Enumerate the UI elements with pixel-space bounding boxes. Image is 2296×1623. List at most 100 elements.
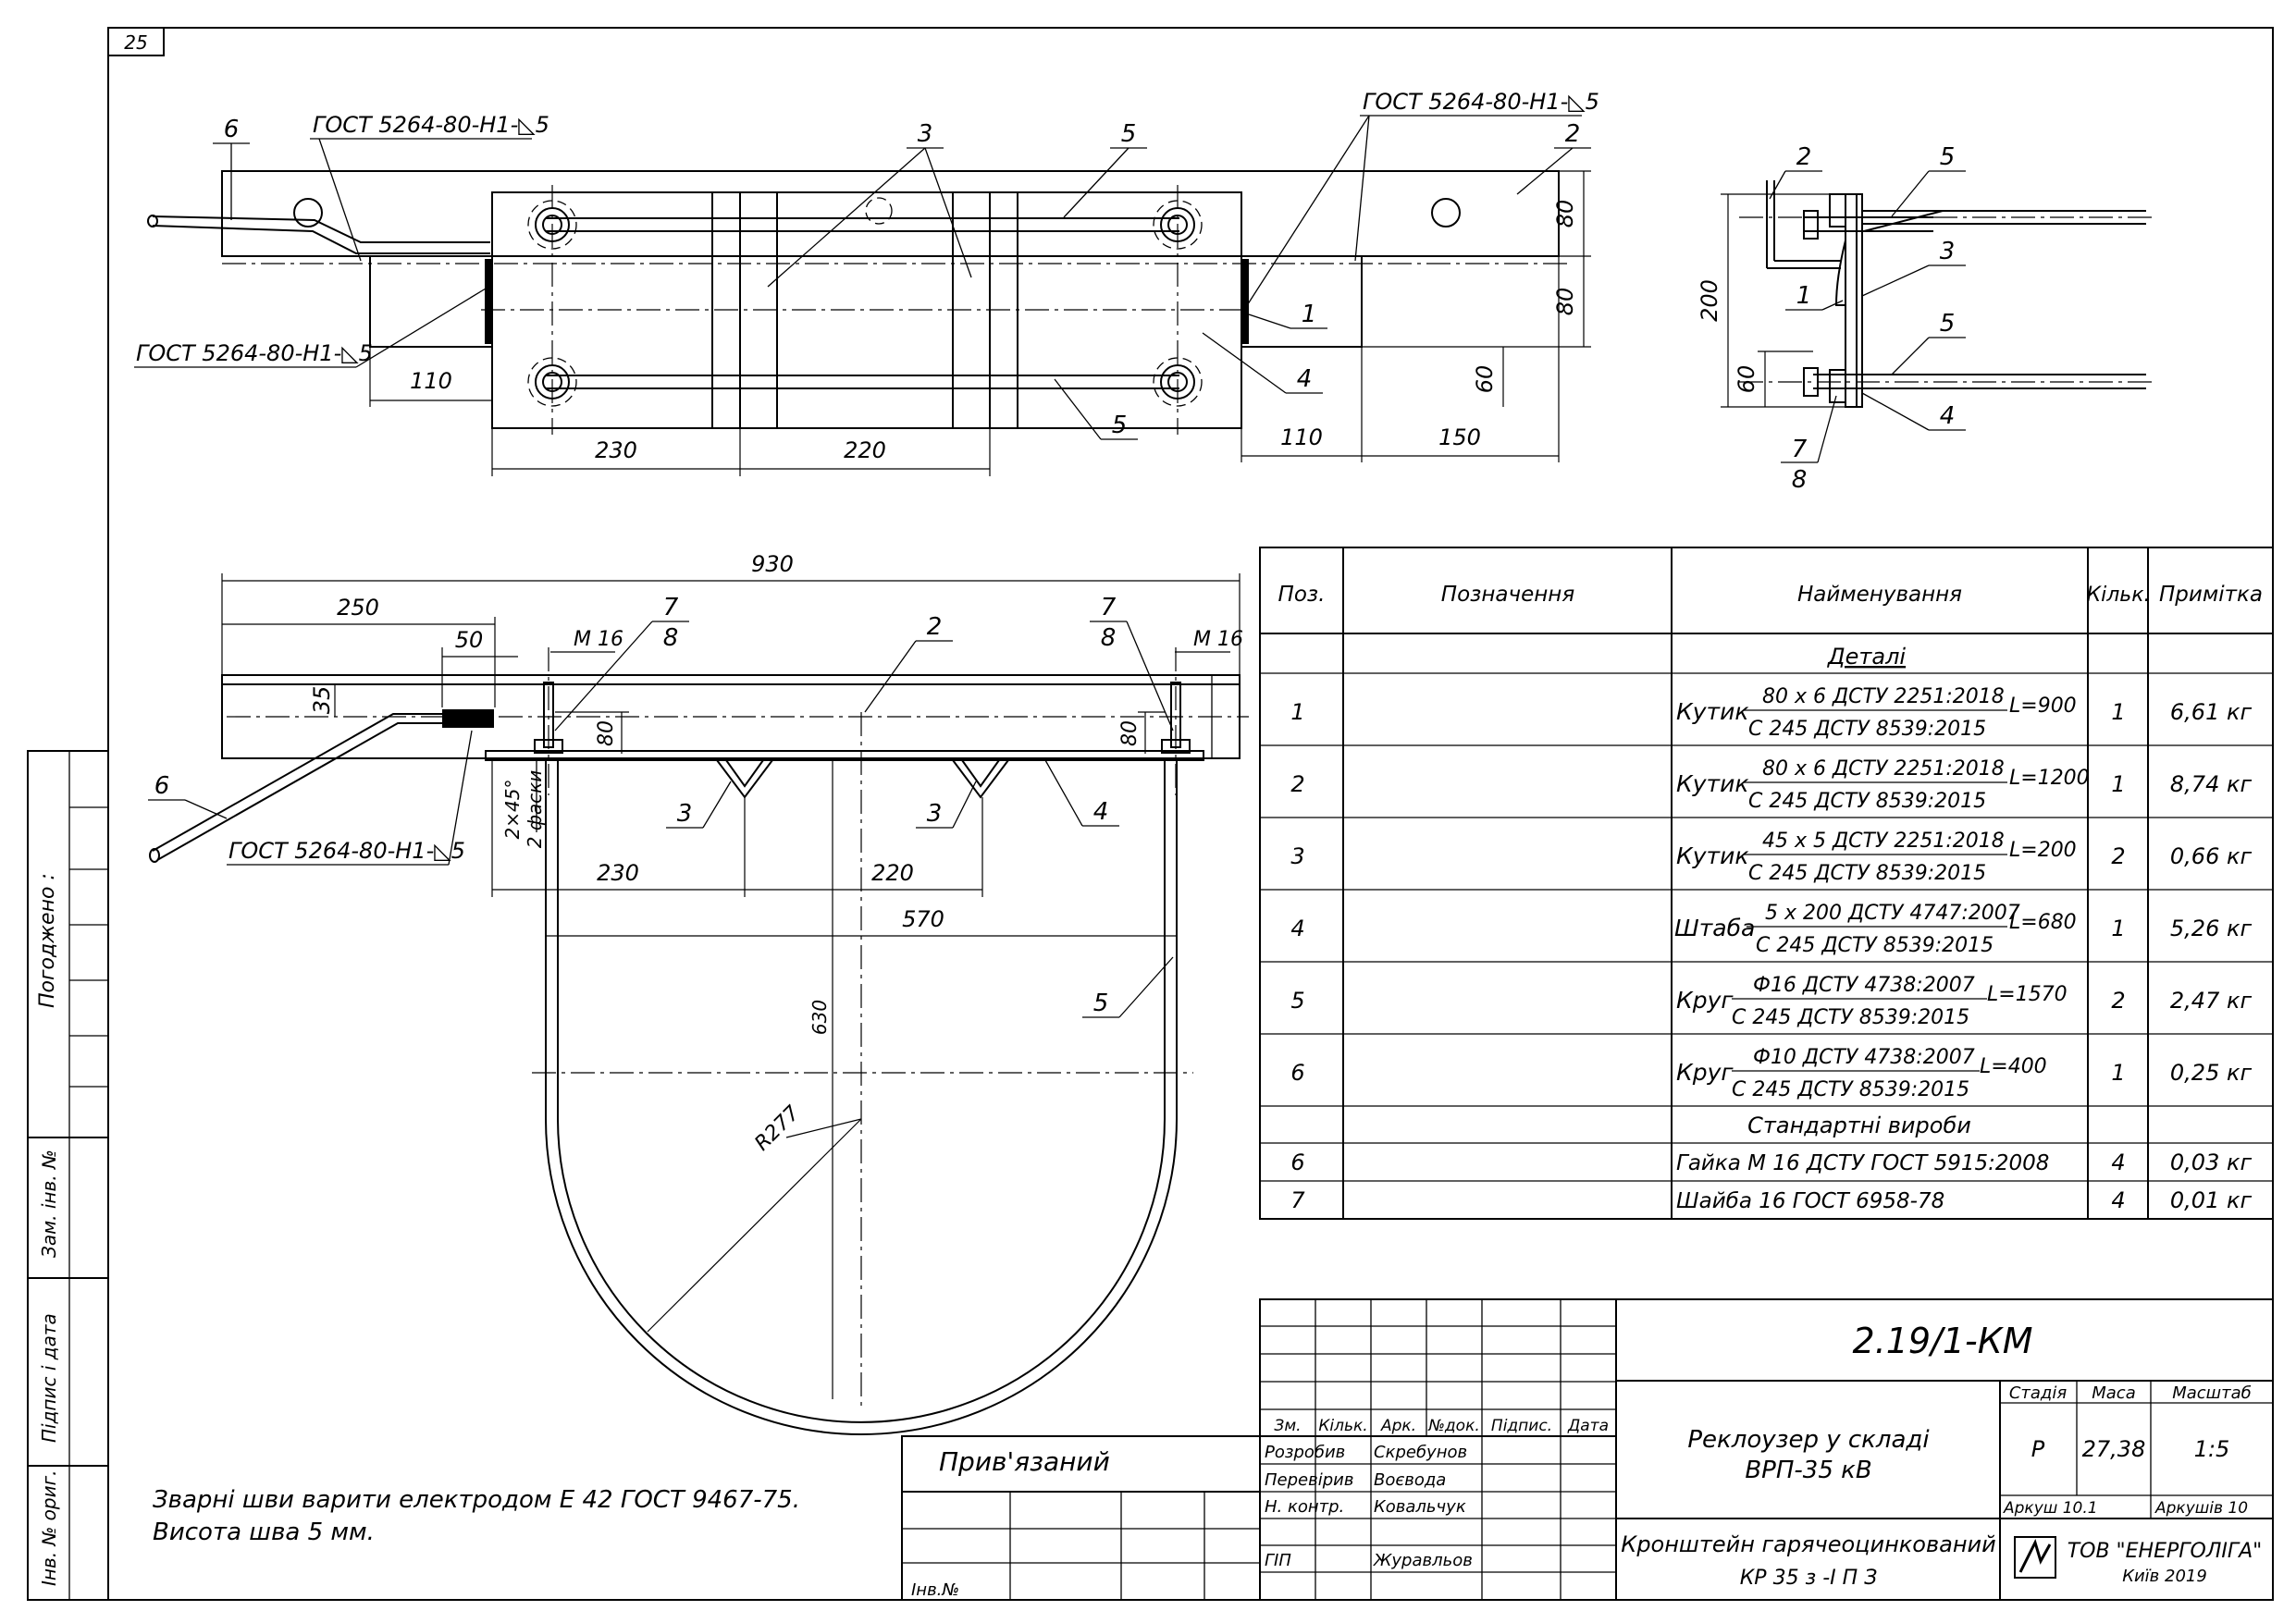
side-dim-200: 200 <box>1697 279 1722 322</box>
spec-row-top: Ф16 ДСТУ 4738:2007 <box>1753 974 1975 997</box>
front-view: 930 250 50 35 М 16 М 16 80 80 230 220 57… <box>148 551 1249 1435</box>
top-dim-150: 150 <box>1438 424 1481 450</box>
item-line1: Кронштейн гарячеоцинкований <box>1621 1531 1995 1557</box>
top-pos-5b: 5 <box>1112 412 1128 439</box>
spec-row-top: 5 х 200 ДСТУ 4747:2007 <box>1765 902 2020 925</box>
binding-title: Прив'язаний <box>939 1446 1110 1477</box>
title-block: Зм. Кільк. Арк. №док. Підпис. Дата Розро… <box>1259 1298 2274 1601</box>
side-pos-1: 1 <box>1796 282 1812 310</box>
top-weld-note-1: ГОСТ 5264-80-Н1-◺5 <box>313 112 549 138</box>
spec-row-len: L=1570 <box>1987 983 2068 1006</box>
front-pos-2: 2 <box>927 613 943 641</box>
rev-header-qty: Кільк. <box>1318 1417 1367 1435</box>
spec-header-note: Примітка <box>2159 583 2263 607</box>
sheets-label: Аркушів 10 <box>2154 1499 2248 1518</box>
spec-row-top: Ф10 ДСТУ 4738:2007 <box>1753 1046 1975 1069</box>
spec-row-qty: 1 <box>2111 699 2125 725</box>
staff-name: Журавльов <box>1373 1551 1473 1570</box>
side-pos-3: 3 <box>1940 238 1956 265</box>
spec-row-top: 45 х 5 ДСТУ 2251:2018 <box>1762 830 2005 853</box>
sheet-label: Аркуш 10.1 <box>2003 1499 2098 1518</box>
spec-std-note: 0,01 кг <box>2170 1187 2253 1213</box>
spec-row-bottom: С 245 ДСТУ 8539:2015 <box>1748 718 1986 741</box>
spec-row-len: L=900 <box>2009 695 2077 718</box>
side-pos-5b: 5 <box>1940 310 1956 338</box>
stage-value: Р <box>2031 1436 2045 1462</box>
spec-row-name: Кутик <box>1676 842 1748 869</box>
welding-note: Зварні шви варити електродом Е 42 ГОСТ 9… <box>153 1486 800 1546</box>
spec-row-note: 8,74 кг <box>2170 771 2253 797</box>
spec-std-name: Гайка М 16 ДСТУ ГОСТ 5915:2008 <box>1676 1151 2049 1175</box>
front-weld-note: ГОСТ 5264-80-Н1-◺5 <box>228 838 465 864</box>
spec-row-pos: 3 <box>1290 843 1304 869</box>
spec-row-note: 0,25 кг <box>2170 1060 2253 1086</box>
stage-label: Стадія <box>2009 1383 2068 1403</box>
front-dim-230: 230 <box>597 860 639 886</box>
item-line2: КР 35 з -І П З <box>1740 1567 1878 1590</box>
top-dim-230: 230 <box>595 437 637 463</box>
top-dim-110a: 110 <box>410 368 452 394</box>
company-logo-icon <box>2014 1536 2056 1579</box>
front-chamfer-note: 2 фаски <box>524 770 546 849</box>
replace-inv-label: Зам. інв. № <box>38 1150 60 1258</box>
top-weld-note-2: ГОСТ 5264-80-Н1-◺5 <box>1363 89 1599 115</box>
front-pos-5: 5 <box>1093 990 1109 1017</box>
spec-row-qty: 1 <box>2111 1060 2125 1086</box>
staff-role: Розробив <box>1265 1443 1345 1462</box>
rev-header-sign: Підпис. <box>1491 1417 1552 1435</box>
front-dim-250: 250 <box>337 595 379 621</box>
top-pos-6: 6 <box>224 116 240 143</box>
mass-value: 27,38 <box>2082 1436 2146 1462</box>
front-chamfer: 2×45° <box>501 780 524 840</box>
staff-role: Перевірив <box>1265 1470 1353 1490</box>
spec-std-name: Шайба 16 ГОСТ 6958-78 <box>1676 1189 1944 1213</box>
spec-row-bottom: С 245 ДСТУ 8539:2015 <box>1756 934 1994 957</box>
front-dim-80-left: 80 <box>595 720 618 746</box>
front-dim-930: 930 <box>751 551 794 577</box>
front-pos-3a: 3 <box>677 800 693 828</box>
spec-header-pos: Поз. <box>1278 583 1326 607</box>
spec-section-details: Деталі <box>1827 644 1907 670</box>
top-pos-3: 3 <box>918 120 933 148</box>
front-dim-35: 35 <box>309 686 335 715</box>
front-dim-220: 220 <box>871 860 914 886</box>
top-pos-5a: 5 <box>1121 120 1137 148</box>
front-dim-m16-right: М 16 <box>1193 628 1243 651</box>
spec-row-qty: 2 <box>2111 843 2125 869</box>
spec-row-name: Штаба <box>1674 915 1755 941</box>
city-year: Київ 2019 <box>2122 1567 2207 1586</box>
side-pos-4: 4 <box>1940 402 1956 430</box>
spec-row-pos: 1 <box>1290 699 1304 725</box>
welding-note-line1: Зварні шви варити електродом Е 42 ГОСТ 9… <box>153 1486 800 1514</box>
top-view: 6 3 5 2 1 4 5 ГОСТ 5264-80-Н1-◺5 ГОСТ 52… <box>134 89 1599 476</box>
top-dim-60: 60 <box>1472 365 1498 394</box>
side-pos-2: 2 <box>1796 143 1812 171</box>
spec-row-pos: 6 <box>1290 1060 1304 1086</box>
spec-row-note: 6,61 кг <box>2170 699 2253 725</box>
side-view: 2 5 3 1 5 4 7 8 200 60 <box>1697 143 2155 494</box>
front-pos-6: 6 <box>154 772 170 800</box>
company-name: ТОВ "ЕНЕРГОЛІГА" <box>2068 1540 2263 1563</box>
top-pos-1: 1 <box>1302 301 1317 328</box>
spec-row-qty: 1 <box>2111 916 2125 941</box>
spec-row-top: 80 х 6 ДСТУ 2251:2018 <box>1762 757 2005 781</box>
side-pos-8: 8 <box>1792 466 1808 494</box>
spec-header-qty: Кільк. <box>2086 584 2150 607</box>
top-dim-80a: 80 <box>1552 200 1578 228</box>
spec-std-qty: 4 <box>2111 1150 2125 1175</box>
spec-section-standard: Стандартні вироби <box>1747 1113 1971 1138</box>
staff-name: Ковальчук <box>1374 1497 1466 1517</box>
staff-role: Н. контр. <box>1265 1497 1344 1517</box>
agreed-label: Погоджено : <box>36 873 59 1008</box>
rev-header-sheet: Арк. <box>1380 1417 1416 1435</box>
front-pos-4: 4 <box>1093 798 1109 826</box>
spec-row-pos: 2 <box>1290 771 1304 797</box>
front-dim-80-right: 80 <box>1118 720 1142 746</box>
drawing-code: 2.19/1-КМ <box>1852 1321 2032 1361</box>
staff-name: Скребунов <box>1374 1443 1467 1462</box>
top-dim-220: 220 <box>844 437 886 463</box>
spec-row-name: Кутик <box>1676 698 1748 725</box>
side-pos-7: 7 <box>1792 436 1808 463</box>
spec-row-name: Круг <box>1676 1059 1734 1086</box>
spec-row-bottom: С 245 ДСТУ 8539:2015 <box>1748 790 1986 813</box>
